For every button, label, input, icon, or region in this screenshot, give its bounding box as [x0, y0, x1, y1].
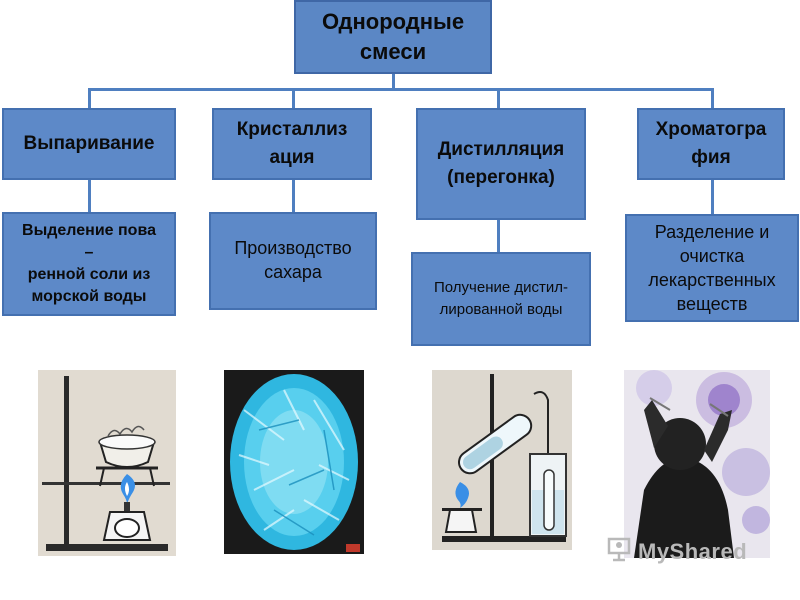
root-node: Однородные смеси	[294, 0, 492, 74]
method-chromatography-line2: фия	[691, 147, 731, 168]
connector-desc-1	[88, 180, 91, 212]
root-title-line1: Однородные	[321, 9, 465, 34]
connector-horizontal	[88, 88, 714, 91]
method-distillation-line2: (перегонка)	[447, 167, 555, 188]
watermark: MyShared	[606, 536, 748, 568]
desc-chromatography-line3: лекарственных	[648, 270, 776, 290]
chromatography-image	[624, 370, 770, 558]
desc-distillation-line2: лированной воды	[439, 301, 563, 318]
connector-desc-3	[497, 220, 500, 252]
evaporation-apparatus-image	[38, 370, 176, 556]
desc-evaporation-line4: морской воды	[31, 288, 147, 305]
connector-method-4	[711, 88, 714, 108]
method-evaporation: Выпаривание	[2, 108, 176, 180]
desc-evaporation-line2: –	[84, 244, 94, 261]
desc-evaporation-line1: Выделение пова	[22, 222, 156, 239]
desc-distillation: Получение дистил- лированной воды	[411, 252, 591, 346]
method-chromatography-line1: Хроматогра	[655, 119, 767, 140]
connector-desc-2	[292, 180, 295, 212]
distillation-apparatus-image	[432, 370, 572, 550]
presentation-board-icon	[606, 536, 632, 568]
desc-evaporation: Выделение пова – ренной соли из морской …	[2, 212, 176, 316]
desc-crystallization-line2: сахара	[264, 262, 322, 282]
desc-chromatography: Разделение и очистка лекарственных вещес…	[625, 214, 799, 322]
method-crystallization-line1: Кристаллиз	[236, 119, 348, 140]
root-title-line2: смеси	[359, 39, 427, 64]
desc-crystallization-line1: Производство	[234, 238, 352, 258]
method-distillation-line1: Дистилляция	[437, 139, 565, 160]
method-distillation: Дистилляция (перегонка)	[416, 108, 586, 220]
desc-evaporation-line3: ренной соли из	[27, 266, 151, 283]
watermark-brand: MyShared	[638, 539, 748, 564]
connector-method-3	[497, 88, 500, 108]
connector-method-2	[292, 88, 295, 108]
crystals-image	[224, 370, 364, 554]
desc-chromatography-line1: Разделение и	[654, 222, 770, 242]
method-crystallization: Кристаллиз ация	[212, 108, 372, 180]
connector-root-down	[392, 74, 395, 90]
desc-chromatography-line2: очистка	[679, 246, 745, 266]
method-chromatography: Хроматогра фия	[637, 108, 785, 180]
desc-crystallization: Производство сахара	[209, 212, 377, 310]
connector-desc-4	[711, 180, 714, 214]
desc-distillation-line1: Получение дистил-	[433, 279, 568, 296]
method-evaporation-label: Выпаривание	[23, 133, 155, 154]
method-crystallization-line2: ация	[269, 147, 315, 168]
desc-chromatography-line4: веществ	[676, 294, 748, 314]
connector-method-1	[88, 88, 91, 108]
